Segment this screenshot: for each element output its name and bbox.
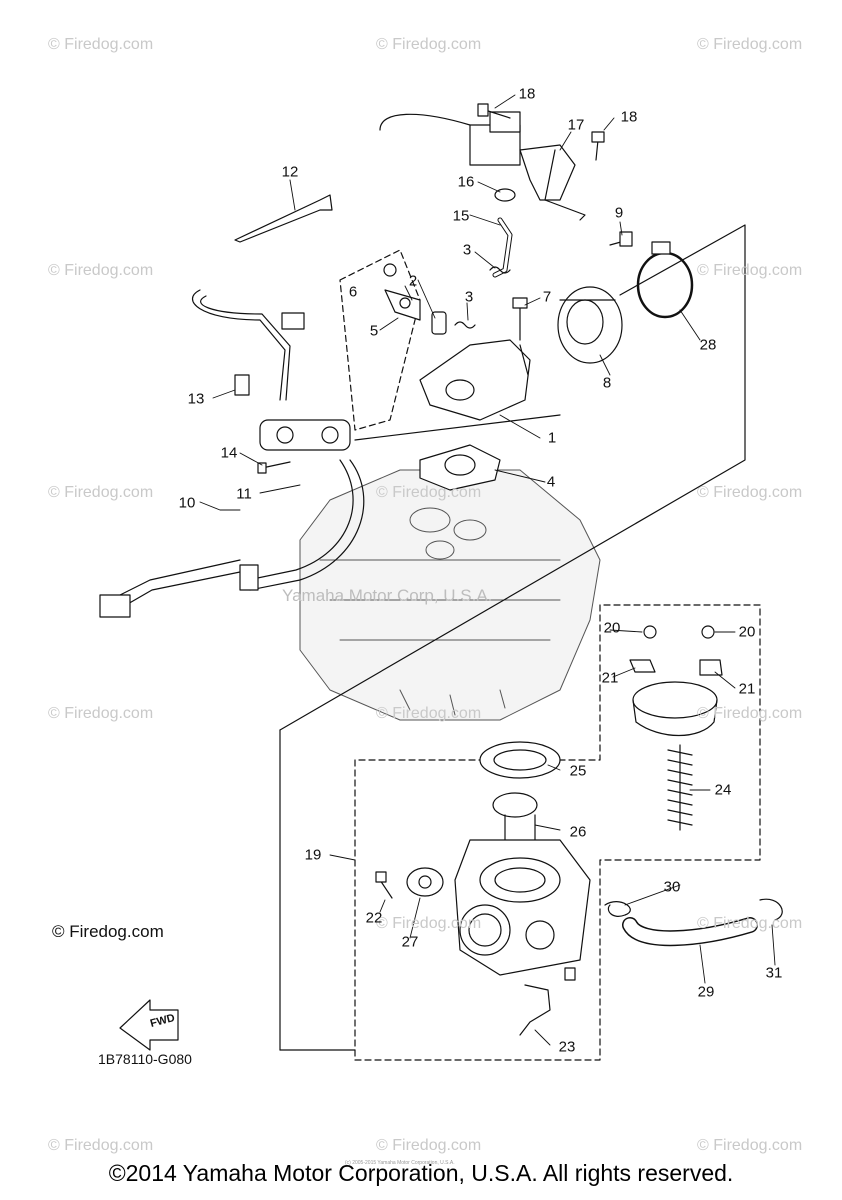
pin-2 (431, 311, 447, 335)
callout: 17 (567, 116, 585, 134)
spring-3 (454, 266, 511, 329)
callout: 30 (663, 878, 681, 896)
callout: 18 (518, 85, 536, 103)
throttle-body-part-1 (419, 339, 531, 421)
bolt-18-left (477, 103, 511, 119)
part-code: 1B78110-G080 (98, 1051, 192, 1067)
cap-20-21 (629, 625, 723, 676)
callout: 20 (738, 623, 756, 641)
watermark: © Firedog.com (697, 1137, 803, 1154)
copyright-footer: ©2014 Yamaha Motor Corporation, U.S.A. A… (108, 1160, 734, 1186)
callout: 26 (569, 823, 587, 841)
callout: 6 (348, 283, 358, 301)
watermark: © Firedog.com (697, 484, 803, 501)
watermark: © Firedog.com (376, 1137, 482, 1154)
fitting-cluster (259, 419, 351, 451)
gasket-4 (419, 444, 501, 491)
callout: 9 (614, 204, 624, 222)
cable-tie-12 (234, 194, 333, 243)
callout: 22 (365, 909, 383, 927)
callout: 18 (620, 108, 638, 126)
watermark: © Firedog.com (697, 915, 803, 932)
top-cover (632, 681, 718, 737)
callout: 3 (464, 288, 474, 306)
watermark: © Firedog.com (48, 36, 154, 53)
watermark: © Firedog.com (48, 1137, 154, 1154)
breather-hose-10 (99, 289, 365, 618)
firedog-label: © Firedog.com (52, 922, 164, 941)
callout: 21 (738, 680, 756, 698)
callout: 11 (236, 485, 252, 503)
diaphragm-25 (479, 741, 561, 779)
callout: 24 (714, 781, 732, 799)
plate-5 (384, 289, 421, 321)
nut-6 (383, 263, 397, 277)
bolt-18-right (591, 131, 605, 161)
engine-block (299, 469, 601, 721)
callout: 5 (369, 322, 379, 340)
callout: 28 (699, 336, 717, 354)
watermark: © Firedog.com (48, 262, 154, 279)
callout: 21 (601, 669, 619, 687)
dashed-group-19 (354, 604, 761, 1061)
callout: 13 (187, 390, 205, 408)
bolt-9 (609, 231, 633, 247)
fwd-arrow-icon (119, 999, 179, 1051)
clip-30 (604, 901, 631, 917)
callout: 23 (558, 1038, 576, 1056)
callout: 20 (603, 619, 621, 637)
spring-24 (667, 744, 693, 831)
leader-lines (199, 94, 776, 1046)
watermark: © Firedog.com (48, 484, 154, 501)
hose-clamp-28 (636, 241, 694, 319)
callout: 14 (220, 444, 238, 462)
callout: 12 (281, 163, 299, 181)
callout: 3 (462, 241, 472, 259)
watermark: © Firedog.com (376, 484, 482, 501)
intake-joint-8 (557, 286, 623, 364)
clip-31 (759, 898, 783, 921)
callout: 8 (602, 374, 612, 392)
bolt-14 (257, 461, 291, 474)
sensor-27 (406, 867, 444, 897)
watermark: © Firedog.com (697, 262, 803, 279)
screw-22 (375, 871, 393, 899)
carburetor-body (454, 839, 591, 976)
callout: 29 (697, 983, 715, 1001)
dashed-group-top (339, 249, 421, 431)
hose-15 (492, 217, 513, 278)
callout: 10 (178, 494, 196, 512)
sensor-13 (234, 374, 250, 396)
watermark: © Firedog.com (376, 36, 482, 53)
callout: 25 (569, 762, 587, 780)
callout: 15 (452, 207, 470, 225)
center-watermark: Yamaha Motor Corp, U.S.A. (282, 586, 493, 605)
bolt-7 (512, 297, 528, 341)
callout: 1 (547, 429, 557, 447)
callout: 19 (304, 846, 322, 864)
watermark: © Firedog.com (48, 705, 154, 722)
hose-29 (622, 917, 758, 947)
callout: 2 (408, 272, 418, 290)
watermark: © Firedog.com (376, 915, 482, 932)
callout: 27 (401, 933, 419, 951)
sensor-bracket-17 (379, 111, 586, 221)
watermark: © Firedog.com (376, 705, 482, 722)
watermark: © Firedog.com (697, 36, 803, 53)
callout: 16 (457, 173, 475, 191)
tiny-credit: (c) 2005-2015 Yamaha Motor Corporation, … (345, 1160, 455, 1166)
callout: 4 (546, 473, 556, 491)
watermark: © Firedog.com (697, 705, 803, 722)
callout: 31 (765, 964, 783, 982)
bracket-23 (519, 967, 576, 1036)
callout: 7 (542, 288, 552, 306)
